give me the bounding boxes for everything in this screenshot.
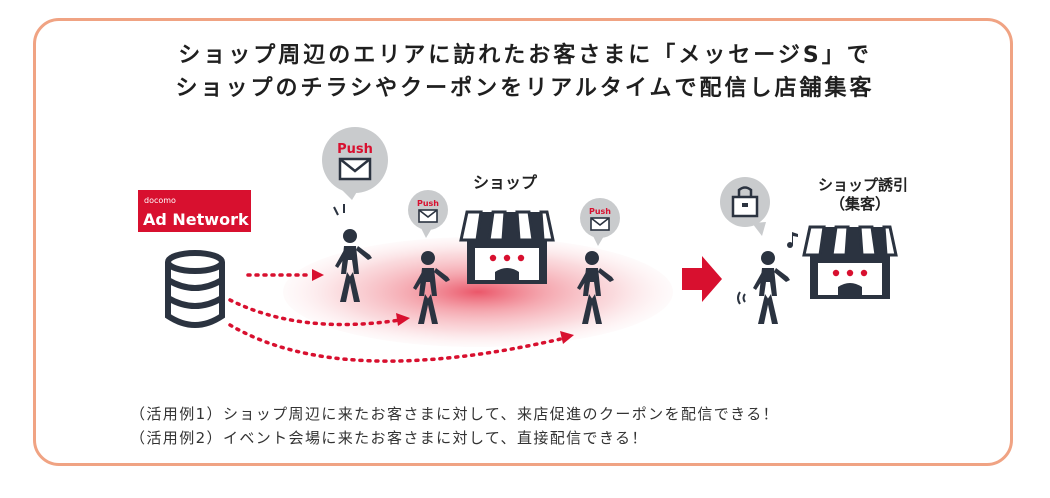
vibration-marks	[737, 291, 746, 305]
arrowhead-2	[396, 313, 410, 326]
music-note-icon	[787, 232, 798, 248]
delivery-area-glow	[283, 237, 673, 347]
push-bubble-small-1: Push	[408, 190, 448, 238]
shop-attract-sublabel: （集客）	[830, 195, 890, 213]
push-label-small-1: Push	[417, 199, 439, 208]
delivery-arrow-2	[228, 298, 402, 327]
logo-main-text: Ad Network	[143, 210, 249, 229]
usage-example-2: （活用例2）イベント会場に来たお客さまに対して、直接配信できる！	[130, 429, 648, 447]
shop-attract-label: ショップ誘引	[818, 176, 908, 194]
mail-icon	[338, 157, 372, 181]
arrowhead-1	[312, 269, 324, 281]
headline-line-2: ショップのチラシやクーポンをリアルタイムで配信し店舗集客	[175, 76, 875, 101]
bag-bubble	[720, 177, 770, 236]
push-bubble-large: Push	[322, 127, 388, 200]
mail-icon	[418, 209, 438, 223]
headline-line-1: ショップ周辺のエリアに訪れたお客さまに「メッセージS」で	[178, 43, 872, 68]
delivery-arrow-3	[228, 323, 567, 363]
push-bubble-small-2: Push	[580, 198, 620, 246]
mail-icon	[590, 217, 610, 231]
notify-marks	[333, 204, 345, 216]
database-icon	[165, 250, 225, 328]
shop-icon	[459, 210, 555, 286]
logo-small-text: docomo	[144, 196, 176, 205]
push-label-large: Push	[337, 142, 373, 157]
usage-example-1: （活用例1）ショップ周辺に来たお客さまに対して、来店促進のクーポンを配信できる！	[130, 405, 780, 423]
arrow-right-icon	[682, 256, 722, 302]
shop-icon	[802, 225, 898, 301]
ad-network-logo	[138, 190, 251, 232]
person-icon	[753, 251, 790, 324]
arrowhead-3	[560, 331, 574, 344]
usage-examples: （活用例1）ショップ周辺に来たお客さまに対して、来店促進のクーポンを配信できる！…	[130, 402, 779, 450]
push-label-small-2: Push	[589, 207, 611, 216]
shop-label: ショップ	[473, 173, 538, 192]
bag-icon	[731, 186, 759, 218]
